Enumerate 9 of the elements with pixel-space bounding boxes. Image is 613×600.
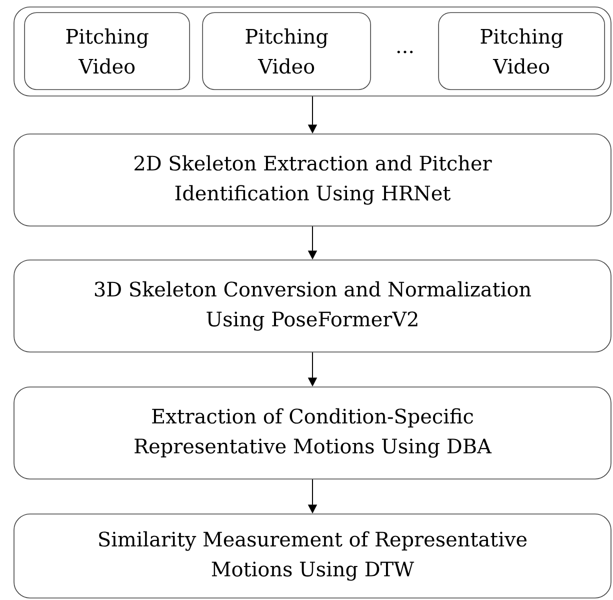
group-box bbox=[14, 6, 612, 96]
video-box: Pitching Video bbox=[438, 12, 605, 90]
process-box: 3D Skeleton Conversion and Normalization Using PoseFormerV2 bbox=[14, 260, 612, 352]
ellipsis-label: ... bbox=[397, 50, 413, 54]
process-box: 2D Skeleton Extraction and Pitcher Identification Using HRNet bbox=[14, 134, 612, 226]
video-box: Pitching Video bbox=[24, 12, 190, 90]
process-box: Extraction of Condition-Specific Representative Motions Using DBA bbox=[14, 386, 612, 480]
video-box: Pitching Video bbox=[202, 12, 371, 90]
process-box: Similarity Measurement of Representative Motions Using DTW bbox=[14, 514, 612, 598]
